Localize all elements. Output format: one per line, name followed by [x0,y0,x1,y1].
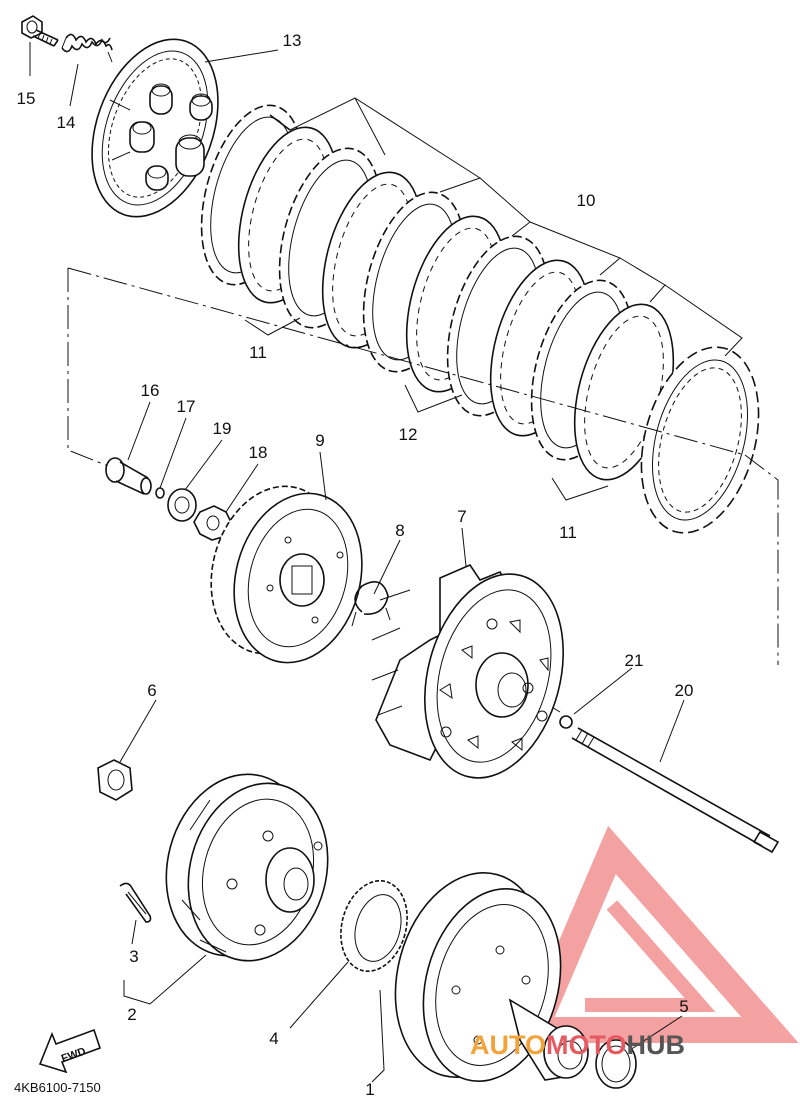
part-13-pressure-plate [91,38,219,218]
part-21-ball [559,715,573,729]
part-label-p10: 10 [577,191,596,210]
svg-text:AUTOMOTOHUB: AUTOMOTOHUB [470,1030,685,1060]
fwd-arrow: FWD [38,1028,102,1074]
part-19-bearing [167,488,197,522]
watermark-logo [515,825,799,1043]
part-label-p12: 12 [399,425,418,444]
part-8-circlip [351,580,391,627]
part-label-p13: 13 [283,31,302,50]
part-label-p15: 15 [17,89,36,108]
diagram-code: 4KB6100-7150 [14,1080,101,1095]
part-label-p7: 7 [457,507,466,526]
part-7-clutch-basket [371,564,565,779]
part-label-p3: 3 [129,947,138,966]
part-label-p17: 17 [177,397,196,416]
part-label-p20: 20 [675,681,694,700]
watermark-hub: HUB [627,1030,686,1060]
label-leaders [29,42,685,1083]
part-9-primary-gear [210,485,363,664]
part-3-spring [119,882,152,923]
part-4-one-way-clutch [340,880,408,972]
part-label-p2: 2 [127,1005,136,1024]
part-16-bolt [105,457,152,495]
part-label-p5: 5 [679,997,688,1016]
part-label-p19: 19 [213,419,232,438]
part-label-p9: 9 [315,431,324,450]
part-label-p21: 21 [625,651,644,670]
part-label-p4: 4 [269,1029,278,1048]
part-label-p11a: 11 [249,343,267,362]
clutch-plate-stack [200,104,760,534]
part-2-centrifugal-clutch [165,773,329,962]
part-label-p1: 1 [365,1080,374,1099]
plate-leaders [244,97,743,501]
part-label-p11b: 11 [559,523,577,542]
part-label-p14: 14 [57,113,76,132]
watermark-moto: MOTO [546,1030,627,1060]
part-label-p8: 8 [395,521,404,540]
watermark-text: AUTOMOTOHUB [470,1030,685,1060]
part-14-spring [61,33,113,63]
watermark-auto: AUTO [470,1030,546,1060]
part-label-p6: 6 [147,681,156,700]
part-17-washer [155,487,165,499]
part-15-bolt [21,15,59,47]
part-label-p18: 18 [249,443,268,462]
part-5-ring [595,1039,637,1089]
part-1-clutch-housing [394,872,589,1082]
part-label-p16: 16 [141,381,160,400]
part-20-push-rod [571,727,780,854]
part-6-nut [97,759,133,801]
